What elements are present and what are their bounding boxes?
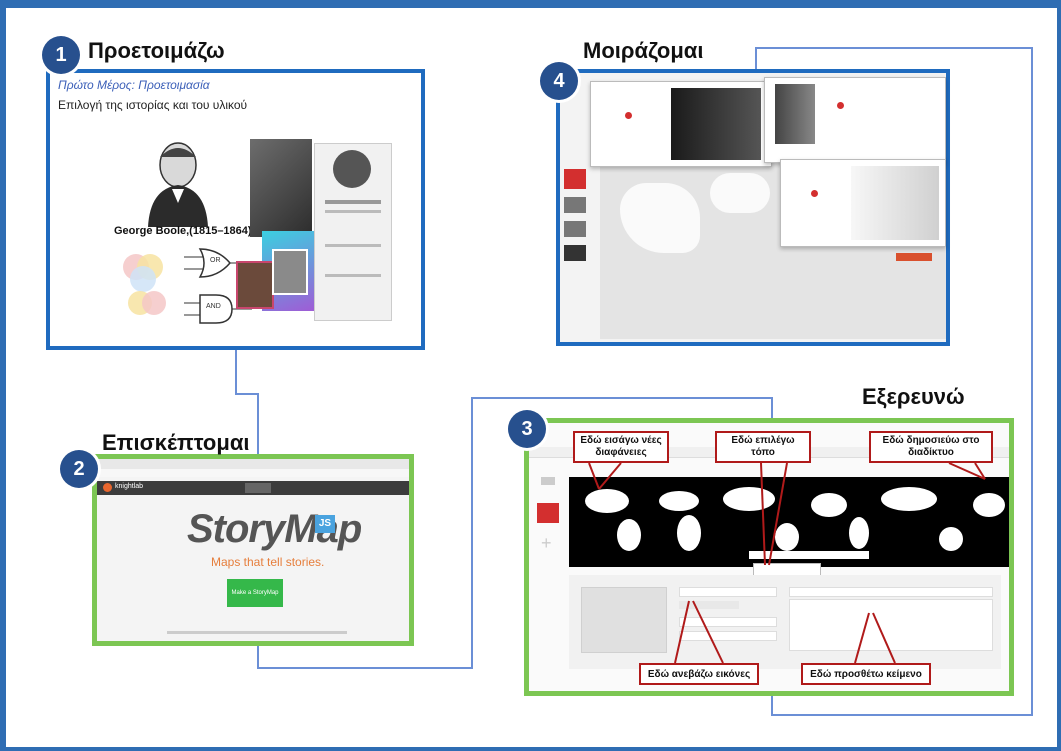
screenshot-overlay-1 <box>590 81 772 167</box>
caption-input[interactable] <box>679 631 777 641</box>
footer-links <box>167 631 347 634</box>
poster-image <box>314 143 392 321</box>
make-storymap-button[interactable]: Make a StoryMap <box>227 579 283 607</box>
editor-sidebar-control[interactable] <box>541 477 555 485</box>
storymap-logo: StoryMap <box>187 507 362 551</box>
media-upload-box[interactable] <box>581 587 667 653</box>
slide-thumb[interactable] <box>564 245 586 261</box>
gate-or-label: OR <box>210 257 221 264</box>
step-badge-1: 1 <box>42 36 80 74</box>
step1-subtitle: Πρώτο Μέρος: Προετοιμασία <box>58 78 210 92</box>
new-slide-thumb[interactable] <box>537 503 559 523</box>
upload-image-button[interactable] <box>679 601 739 609</box>
bookmarks-bar <box>97 469 409 477</box>
step-badge-3: 3 <box>508 410 546 448</box>
connector-3-to-4 <box>755 47 1033 716</box>
small-portrait-image <box>272 249 308 295</box>
callout-add-text: Εδώ προσθέτω κείμενο <box>801 663 931 685</box>
connector-2-to-3 <box>257 397 773 669</box>
portrait-image <box>148 142 208 227</box>
callout-new-slides: Εδώ εισάγω νέες διαφάνειες <box>573 431 669 463</box>
callout-pointers <box>588 462 986 664</box>
step1-description: Επιλογή της ιστορίας και του υλικού <box>58 98 248 112</box>
site-navbar: knightlab <box>97 481 409 495</box>
slide-thumb[interactable] <box>564 197 586 213</box>
portrait-caption: George Boole,(1815–1864) <box>114 225 252 237</box>
media-url-input[interactable] <box>679 587 777 597</box>
step-badge-2: 2 <box>60 450 98 488</box>
step-title-4: Μοιράζομαι <box>583 38 704 63</box>
slide-thumb[interactable] <box>564 221 586 237</box>
add-slide-icon[interactable]: + <box>541 533 552 553</box>
headline-input[interactable] <box>789 587 993 597</box>
map-button[interactable] <box>896 253 932 261</box>
book-cover-image <box>236 261 274 309</box>
text-editor[interactable] <box>789 599 993 651</box>
step2-panel: knightlab StoryMap JS Maps that tell sto… <box>92 454 414 646</box>
screenshot-overlay-3 <box>780 159 946 247</box>
site-name: knightlab <box>115 483 144 490</box>
slide-thumb-active[interactable] <box>564 169 586 189</box>
step4-panel <box>556 69 950 346</box>
lab-photo <box>250 139 312 237</box>
callout-choose-location: Εδώ επιλέγω τόπο <box>715 431 811 463</box>
storymap-tagline: Maps that tell stories. <box>211 555 325 569</box>
credit-input[interactable] <box>679 617 777 627</box>
step-title-1: Προετοιμάζω <box>88 38 225 63</box>
step3-panel: + Εδώ εισάγω νέες διαφάνειες Εδώ επιλέγω… <box>524 418 1014 696</box>
step-badge-4: 4 <box>540 62 578 100</box>
slide-editor <box>569 575 1001 669</box>
venn-diagrams <box>123 254 166 315</box>
knightlab-logo-icon <box>103 483 112 492</box>
callout-upload-images: Εδώ ανεβάζω εικόνες <box>639 663 759 685</box>
gate-and-label: AND <box>206 303 221 310</box>
step-title-3: Εξερευνώ <box>862 384 965 409</box>
step1-panel: Πρώτο Μέρος: Προετοιμασία Επιλογή της ισ… <box>46 69 425 350</box>
connector-1-to-2 <box>235 350 259 460</box>
world-map <box>569 477 1009 567</box>
nav-tab[interactable] <box>245 483 271 493</box>
js-badge: JS <box>315 515 335 533</box>
logic-gates <box>184 248 252 324</box>
callout-publish: Εδώ δημοσιεύω στο διαδίκτυο <box>869 431 993 463</box>
step-title-2: Επισκέπτομαι <box>102 430 250 455</box>
screenshot-overlay-2 <box>764 77 946 163</box>
